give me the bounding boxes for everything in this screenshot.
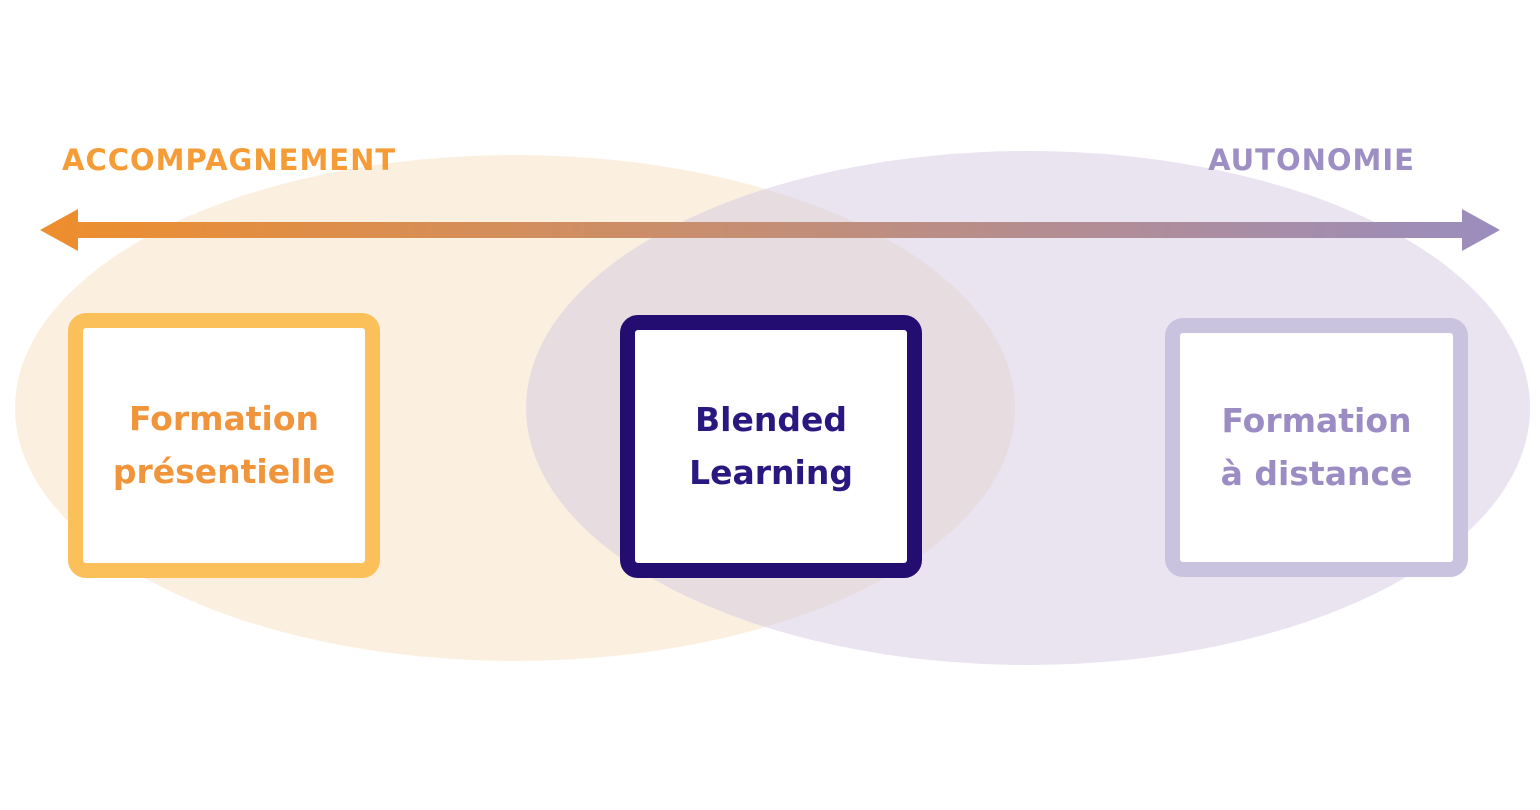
node-label-line2: à distance xyxy=(1220,453,1413,493)
spectrum-arrow xyxy=(40,209,1500,251)
node-label-line1: Formation xyxy=(128,398,320,438)
node-label-line2: Learning xyxy=(689,452,853,492)
autonomie-label: AUTONOMIE xyxy=(1208,143,1415,177)
node-label: Formation à distance xyxy=(1221,395,1413,501)
node-label: Formation présentielle xyxy=(113,393,335,499)
node-formation-presentielle: Formation présentielle xyxy=(68,313,380,578)
node-blended-learning: Blended Learning xyxy=(620,315,922,578)
accompagnement-label: ACCOMPAGNEMENT xyxy=(62,143,397,177)
node-label-line2: présentielle xyxy=(112,451,336,491)
node-label-line1: Blended xyxy=(695,399,847,439)
node-label-line1: Formation xyxy=(1221,400,1412,440)
node-formation-a-distance: Formation à distance xyxy=(1165,318,1468,577)
node-label: Blended Learning xyxy=(689,394,853,500)
double-arrow-icon xyxy=(40,209,1500,251)
